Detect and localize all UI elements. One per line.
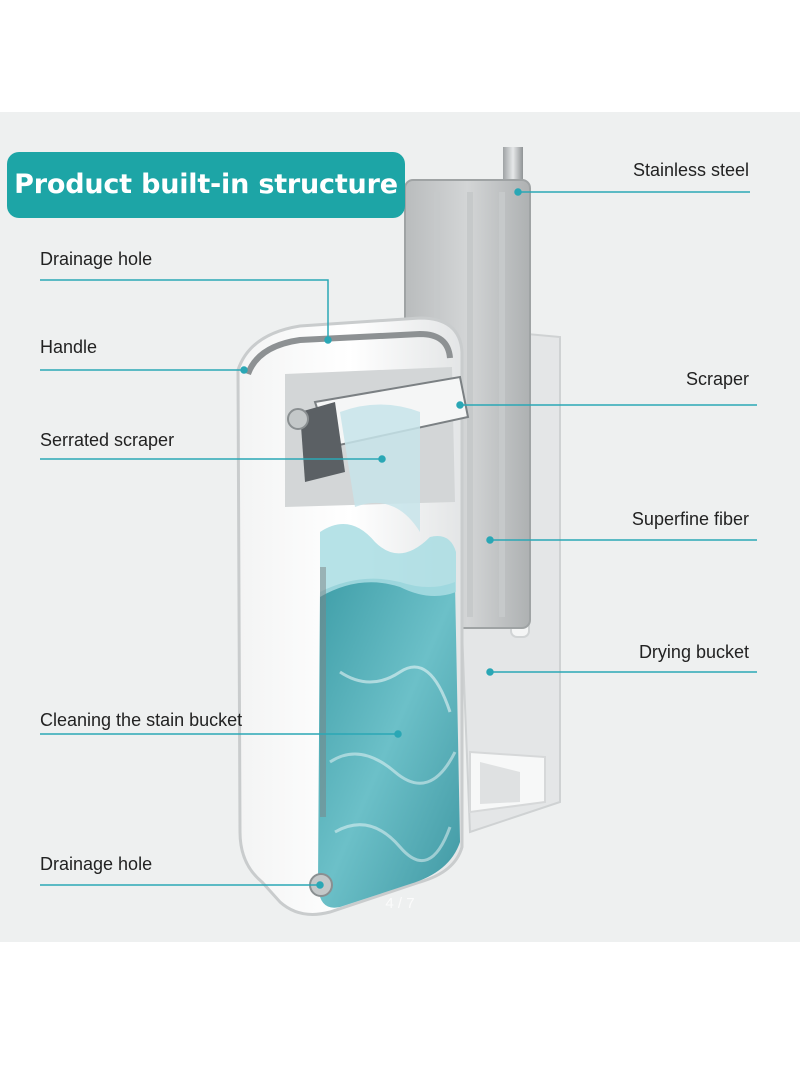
product-image-panel: Product built-in structure Stainless ste… [0, 112, 800, 942]
label-superfine-fiber: Superfine fiber [631, 509, 749, 529]
page-title: Product built-in structure [14, 169, 398, 200]
label-drainage-hole-bottom: Drainage hole [40, 854, 153, 874]
drain-hole-top-shape [287, 408, 309, 430]
label-serrated-scraper: Serrated scraper [40, 430, 175, 450]
label-stainless-steel: Stainless steel [632, 160, 749, 180]
label-drying-bucket: Drying bucket [638, 642, 749, 662]
title-badge: Product built-in structure [7, 152, 405, 218]
leader-lines [40, 188, 757, 889]
mop-bucket-illustration [40, 147, 757, 916]
water-shape [318, 578, 460, 908]
label-cleaning-bucket: Cleaning the stain bucket [40, 710, 243, 730]
label-handle: Handle [40, 337, 98, 357]
label-drainage-hole-top: Drainage hole [40, 249, 153, 269]
page-indicator: 4 / 7 [385, 895, 415, 912]
label-scraper: Scraper [685, 369, 749, 389]
leader-drainage-hole-top [40, 279, 329, 338]
